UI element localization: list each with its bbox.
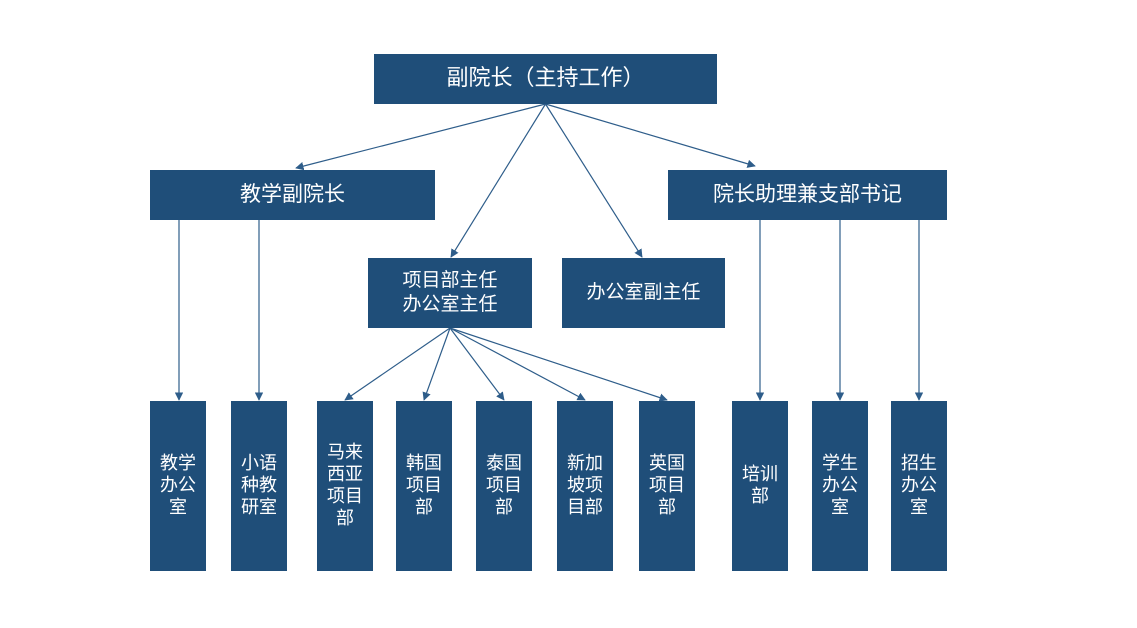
node-teaching-vice-president: 教学副院长 [150,170,435,220]
node-training-dept: 培训 部 [732,401,788,571]
connector-root-to-proj_dir [450,103,547,258]
node-malaysia-project: 马来 西亚 项目 部 [317,401,373,571]
connector-root-to-teach_vp [295,103,546,171]
node-root: 副院长（主持工作） [374,54,717,104]
node-singapore-project: 新加 坡项 目部 [557,401,613,571]
node-korea-project: 韩国 项目 部 [396,401,452,571]
connector-proj_dir-to-singapore [449,327,586,401]
node-student-office: 学生 办公 室 [812,401,868,571]
connector-proj_dir-to-malaysia [344,327,451,401]
node-admission-office: 招生 办公 室 [891,401,947,571]
node-minor-language-office: 小语 种教 研室 [231,401,287,571]
node-project-director: 项目部主任 办公室主任 [368,258,532,328]
connector-proj_dir-to-uk [449,327,668,402]
node-thailand-project: 泰国 项目 部 [476,401,532,571]
connector-root-to-office_dep [544,103,643,258]
connector-proj_dir-to-korea [422,327,451,401]
node-teaching-office: 教学 办公 室 [150,401,206,571]
connector-root-to-assistant [545,103,756,168]
node-office-deputy-director: 办公室副主任 [562,258,725,328]
node-president-assistant: 院长助理兼支部书记 [668,170,947,220]
node-uk-project: 英国 项目 部 [639,401,695,571]
connector-proj_dir-to-thailand [449,327,505,401]
